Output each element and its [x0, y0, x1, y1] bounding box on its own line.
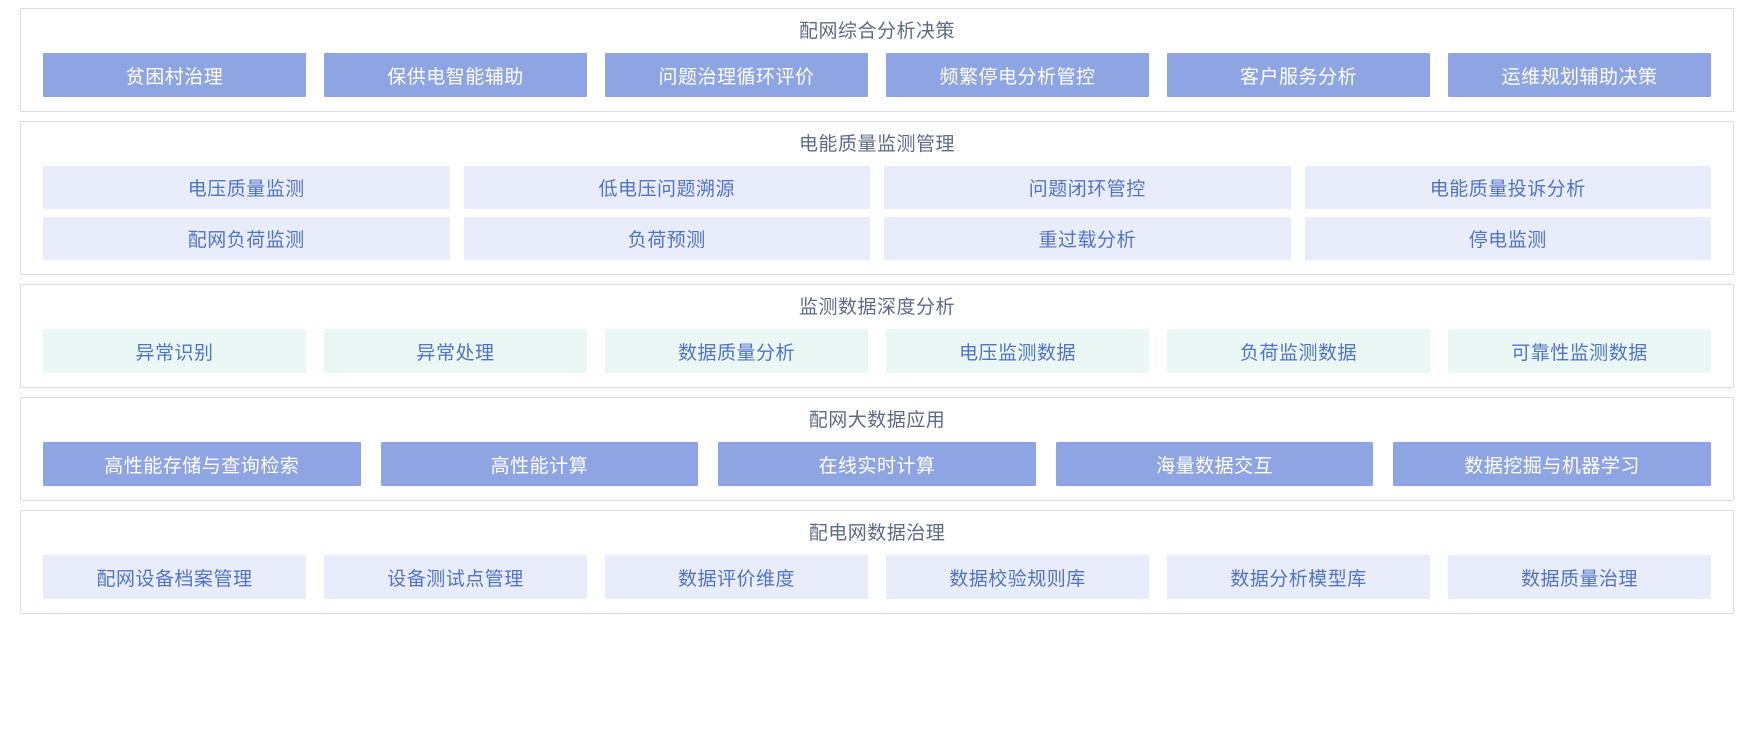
module-tile[interactable]: 在线实时计算	[718, 442, 1036, 486]
module-tile[interactable]: 重过载分析	[884, 217, 1291, 260]
module-tile[interactable]: 停电监测	[1304, 217, 1711, 260]
panel-title-comprehensive-analysis-decision: 配网综合分析决策	[798, 21, 955, 42]
module-tile[interactable]: 电压监测数据	[886, 329, 1149, 373]
module-tile[interactable]: 配网设备档案管理	[43, 555, 306, 599]
panel-distribution-network-big-data-application: 配网大数据应用高性能存储与查询检索高性能计算在线实时计算海量数据交互数据挖掘与机…	[20, 397, 1734, 501]
module-tile[interactable]: 海量数据交互	[1055, 442, 1374, 486]
tile-row: 高性能存储与查询检索高性能计算在线实时计算海量数据交互数据挖掘与机器学习	[43, 442, 1711, 486]
panel-title-distribution-network-data-governance: 配电网数据治理	[808, 523, 946, 544]
module-tile[interactable]: 设备测试点管理	[324, 555, 587, 599]
module-tile[interactable]: 异常识别	[43, 329, 306, 373]
module-tile[interactable]: 负荷预测	[463, 217, 870, 260]
module-tile[interactable]: 低电压问题溯源	[463, 166, 870, 209]
module-tile[interactable]: 异常处理	[324, 329, 587, 373]
panel-power-quality-monitoring-management: 电能质量监测管理电压质量监测低电压问题溯源问题闭环管控电能质量投诉分析配网负荷监…	[20, 121, 1734, 275]
panel-distribution-network-data-governance: 配电网数据治理配网设备档案管理设备测试点管理数据评价维度数据校验规则库数据分析模…	[20, 510, 1734, 614]
module-tile[interactable]: 频繁停电分析管控	[886, 53, 1149, 97]
module-tile[interactable]: 贫困村治理	[43, 53, 306, 97]
tile-row: 电压质量监测低电压问题溯源问题闭环管控电能质量投诉分析	[43, 166, 1711, 209]
module-tile[interactable]: 高性能存储与查询检索	[43, 442, 361, 486]
module-tile[interactable]: 客户服务分析	[1167, 53, 1430, 97]
module-tile[interactable]: 数据质量分析	[605, 329, 868, 373]
module-tile[interactable]: 数据质量治理	[1448, 555, 1711, 599]
module-tile[interactable]: 负荷监测数据	[1167, 329, 1430, 373]
tile-row: 贫困村治理保供电智能辅助问题治理循环评价频繁停电分析管控客户服务分析运维规划辅助…	[43, 53, 1711, 97]
tile-row: 配网负荷监测负荷预测重过载分析停电监测	[43, 217, 1711, 260]
module-tile[interactable]: 问题闭环管控	[884, 166, 1291, 209]
tile-row: 配网设备档案管理设备测试点管理数据评价维度数据校验规则库数据分析模型库数据质量治…	[43, 555, 1711, 599]
module-tile[interactable]: 数据挖掘与机器学习	[1393, 442, 1711, 486]
module-tile[interactable]: 配网负荷监测	[43, 217, 450, 260]
module-tile[interactable]: 保供电智能辅助	[324, 53, 587, 97]
panel-title-power-quality-monitoring-management: 电能质量监测管理	[798, 134, 955, 155]
module-tile[interactable]: 运维规划辅助决策	[1448, 53, 1711, 97]
panel-title-distribution-network-big-data-application: 配网大数据应用	[808, 410, 946, 431]
module-tile[interactable]: 问题治理循环评价	[605, 53, 868, 97]
module-tile[interactable]: 数据校验规则库	[886, 555, 1149, 599]
tile-row: 异常识别异常处理数据质量分析电压监测数据负荷监测数据可靠性监测数据	[43, 329, 1711, 373]
module-tile[interactable]: 电压质量监测	[43, 166, 450, 209]
module-tile[interactable]: 电能质量投诉分析	[1304, 166, 1711, 209]
panel-comprehensive-analysis-decision: 配网综合分析决策贫困村治理保供电智能辅助问题治理循环评价频繁停电分析管控客户服务…	[20, 8, 1734, 112]
module-tile[interactable]: 数据评价维度	[605, 555, 868, 599]
module-tile[interactable]: 高性能计算	[380, 442, 699, 486]
module-tile[interactable]: 数据分析模型库	[1167, 555, 1430, 599]
panel-monitoring-data-deep-analysis: 监测数据深度分析异常识别异常处理数据质量分析电压监测数据负荷监测数据可靠性监测数…	[20, 284, 1734, 388]
module-tile[interactable]: 可靠性监测数据	[1448, 329, 1711, 373]
panel-title-monitoring-data-deep-analysis: 监测数据深度分析	[798, 297, 955, 318]
